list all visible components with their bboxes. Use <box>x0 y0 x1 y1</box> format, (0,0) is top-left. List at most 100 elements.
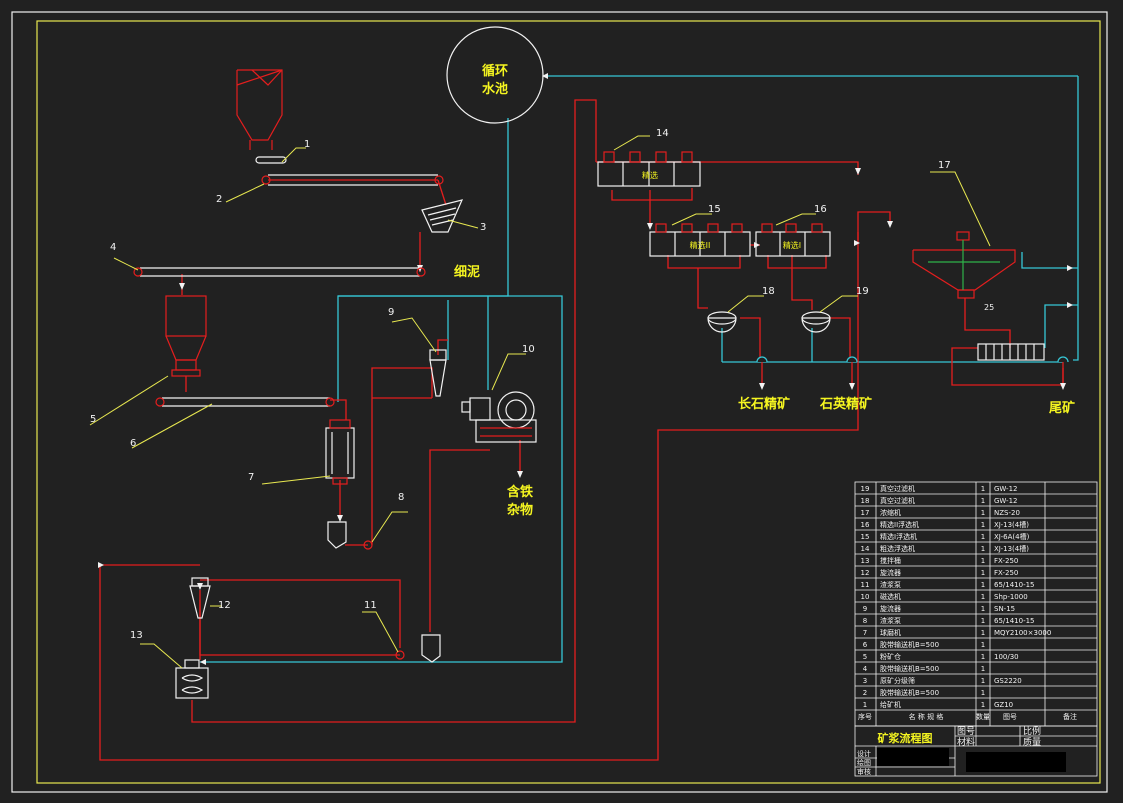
parts-table-name-cell: 原矿分级筛 <box>880 676 915 685</box>
parts-table-header-qty: 数量 <box>976 712 990 721</box>
parts-table-qty-cell: 1 <box>981 521 985 529</box>
parts-table-name-cell: 粉矿仓 <box>880 652 901 661</box>
callout-5: 5 <box>90 414 96 425</box>
parts-table-spec-cell: NZS-20 <box>994 509 1020 517</box>
parts-table-name-cell: 旋流器 <box>880 568 901 577</box>
parts-table-name-cell: 旋流器 <box>880 604 901 613</box>
parts-table-no-cell: 9 <box>863 605 867 613</box>
parts-table-spec-cell: GW-12 <box>994 485 1018 493</box>
cleaner-flotation-i <box>649 223 751 257</box>
parts-table-name-cell: 胶带输送机B=500 <box>880 664 939 673</box>
parts-table-spec-cell: 65/1410-15 <box>994 581 1035 589</box>
cyclone-9 <box>429 349 447 397</box>
pool-label-line2: 水池 <box>482 81 508 97</box>
callout-15: 15 <box>708 204 721 215</box>
parts-table-no-cell: 14 <box>861 545 870 553</box>
equipment <box>133 26 1045 699</box>
callout-18: 18 <box>762 286 775 297</box>
vacuum-filter-19 <box>801 311 831 333</box>
parts-table <box>854 481 1098 727</box>
parts-table-spec-cell: GW-12 <box>994 497 1018 505</box>
parts-table-qty-cell: 1 <box>981 665 985 673</box>
parts-table-name-cell: 胶带输送机B=500 <box>880 640 939 649</box>
parts-table-no-cell: 19 <box>861 485 870 493</box>
parts-table-spec-cell: GS2220 <box>994 677 1022 685</box>
iron-impurity-label-2: 杂物 <box>507 502 533 518</box>
parts-table-no-cell: 17 <box>861 509 870 517</box>
pump-11 <box>395 650 405 660</box>
parts-table-qty-cell: 1 <box>981 629 985 637</box>
agitator-tank <box>175 659 209 699</box>
material-label: 材料 <box>957 736 975 748</box>
drawing-no-label: 图号 <box>957 726 975 737</box>
parts-table-qty-cell: 1 <box>981 497 985 505</box>
parts-table-spec-cell: FX-250 <box>994 569 1018 577</box>
parts-table-spec-cell: Shp-1000 <box>994 593 1028 601</box>
parts-table-no-cell: 18 <box>861 497 870 505</box>
quartz-concentrate-label: 石英精矿 <box>819 396 872 412</box>
callout-1: 1 <box>304 139 310 150</box>
outer-frame <box>11 11 1108 793</box>
callout-16: 16 <box>814 204 827 215</box>
parts-table-name-cell: 粗选浮选机 <box>880 544 915 553</box>
callout-19: 19 <box>856 286 869 297</box>
parts-table-spec-cell: 100/30 <box>994 653 1019 661</box>
feldspar-concentrate-label: 长石精矿 <box>738 396 790 412</box>
parts-table-qty-cell: 1 <box>981 509 985 517</box>
parts-table-spec-cell: FX-250 <box>994 557 1018 565</box>
node-label: 25 <box>984 303 994 312</box>
parts-table-qty-cell: 1 <box>981 677 985 685</box>
water-lines <box>200 75 1079 663</box>
parts-table-qty-cell: 1 <box>981 701 985 709</box>
design-label: 设计 <box>857 749 871 758</box>
parts-table-spec-cell: SN-15 <box>994 605 1015 613</box>
scale-label: 比例 <box>1023 725 1041 737</box>
parts-table-qty-cell: 1 <box>981 569 985 577</box>
parts-table-no-cell: 2 <box>863 689 867 697</box>
callout-13: 13 <box>130 630 143 641</box>
parts-table-header-remark: 备注 <box>1063 712 1077 721</box>
cyclone-12 <box>189 577 211 619</box>
parts-table-no-cell: 16 <box>861 521 870 529</box>
thickener <box>912 231 1016 299</box>
belt-filter <box>977 343 1045 361</box>
callout-8: 8 <box>398 492 404 503</box>
parts-table-spec-cell: 65/1410-15 <box>994 617 1035 625</box>
flow-arrows <box>98 73 1073 665</box>
parts-table-no-cell: 10 <box>861 593 870 601</box>
iron-impurity-label-1: 含铁 <box>506 484 533 500</box>
callout-17: 17 <box>938 160 951 171</box>
parts-table-no-cell: 7 <box>863 629 867 637</box>
flotation-15-label: 精选II <box>690 240 711 250</box>
title-block-fill-1 <box>877 748 949 766</box>
pump-8 <box>363 540 373 550</box>
parts-table-qty-cell: 1 <box>981 485 985 493</box>
parts-table-no-cell: 11 <box>861 581 870 589</box>
grading-screen <box>421 199 464 233</box>
parts-table-header-name: 名 称 规 格 <box>909 712 944 721</box>
parts-table-qty-cell: 1 <box>981 689 985 697</box>
weight-label: 质量 <box>1023 736 1041 748</box>
parts-table-spec-cell: MQY2100×3000 <box>994 629 1051 637</box>
parts-table-name-cell: 渣浆泵 <box>880 580 901 589</box>
parts-table-no-cell: 13 <box>861 557 870 565</box>
parts-table-qty-cell: 1 <box>981 545 985 553</box>
product-labels: 细泥 含铁 杂物 长石精矿 石英精矿 尾矿 <box>454 264 1075 518</box>
parts-table-qty-cell: 1 <box>981 605 985 613</box>
parts-table-qty-cell: 1 <box>981 533 985 541</box>
parts-table-header-no: 序号 <box>858 712 872 721</box>
parts-table-name-cell: 胶带输送机B=500 <box>880 688 939 697</box>
callout-3: 3 <box>480 222 486 233</box>
parts-table-header-material: 图号 <box>1003 713 1017 721</box>
feeder-belt <box>255 156 287 164</box>
magnetic-separator <box>461 391 537 443</box>
parts-table-no-cell: 5 <box>863 653 867 661</box>
parts-table-no-cell: 4 <box>863 665 868 673</box>
circulating-water-pool <box>446 26 544 124</box>
parts-table-name-cell: 精选II浮选机 <box>880 520 919 529</box>
callout-2: 2 <box>216 194 222 205</box>
parts-table-no-cell: 15 <box>861 533 870 541</box>
callout-10: 10 <box>522 344 535 355</box>
draw-label: 绘图 <box>857 758 871 767</box>
callout-4: 4 <box>110 242 116 253</box>
